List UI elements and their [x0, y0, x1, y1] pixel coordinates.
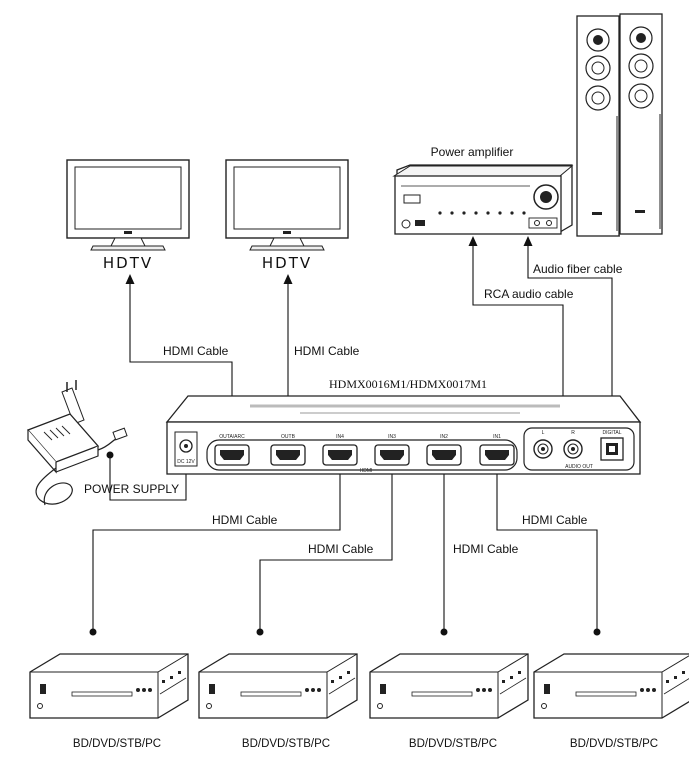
source-device-label-4: BD/DVD/STB/PC [570, 738, 658, 750]
hdmi-cable-label-tv-left: HDMI Cable [163, 344, 229, 358]
hdmi-cable-label-source-2: HDMI Cable [308, 542, 374, 556]
rca-left-jack [533, 439, 553, 459]
source-device-4: BD/DVD/STB/PC [533, 653, 689, 750]
source-device-label-3: BD/DVD/STB/PC [409, 738, 497, 750]
speaker-right [619, 13, 663, 235]
arrowheads [125, 236, 533, 284]
digital-label: DIGITAL [602, 430, 621, 436]
hdmi-port-in1 [479, 444, 515, 466]
power-amplifier-label: Power amplifier [431, 145, 514, 159]
hdtv-right: HDTV [225, 159, 349, 272]
source-device-label-2: BD/DVD/STB/PC [242, 738, 330, 750]
dc-port-label: DC 12V [177, 459, 195, 465]
port-label-in1: IN1 [493, 434, 501, 440]
rca-audio-cable-label: RCA audio cable [484, 287, 574, 301]
source-device-2: BD/DVD/STB/PC [198, 653, 358, 750]
hdmi-cable-label-source-4: HDMI Cable [522, 513, 588, 527]
port-label-out-a: OUTA/ARC [219, 434, 245, 440]
hdmi-cable-label-source-3: HDMI Cable [453, 542, 519, 556]
hdmi-cable-label-source-1: HDMI Cable [212, 513, 278, 527]
optical-port [600, 437, 624, 461]
hdtv-left: HDTV [66, 159, 190, 272]
hdmi-port-out-b [270, 444, 306, 466]
power-amplifier: Power amplifier [392, 145, 574, 235]
hdtv-label-right: HDTV [262, 254, 312, 272]
hdmi-cable-label-tv-right: HDMI Cable [294, 344, 360, 358]
source-device-label-1: BD/DVD/STB/PC [73, 738, 161, 750]
hdmi-port-in3 [374, 444, 410, 466]
hdmi-matrix-switcher: HDMX0016M1/HDMX0017M1 DC 12V OUTA/ARC OU… [165, 377, 642, 475]
rca-right-label: R [571, 430, 575, 436]
port-label-in3: IN3 [388, 434, 396, 440]
hdtv-label-left: HDTV [103, 254, 153, 272]
rca-left-label: L [542, 430, 545, 436]
audio-out-label: AUDIO OUT [565, 464, 593, 470]
connection-lines [92, 242, 613, 632]
speaker-left [576, 15, 620, 237]
audio-fiber-cable-label: Audio fiber cable [533, 262, 623, 276]
source-device-3: BD/DVD/STB/PC [369, 653, 529, 750]
power-adapter [26, 380, 128, 506]
power-supply-label: POWER SUPPLY [84, 482, 179, 496]
rca-right-jack [563, 439, 583, 459]
hdmi-group-label: HDMI [360, 468, 373, 474]
source-device-1: BD/DVD/STB/PC [29, 653, 189, 750]
hdmi-port-out-a [214, 444, 250, 466]
port-label-in4: IN4 [336, 434, 344, 440]
hdmi-port-in2 [426, 444, 462, 466]
model-label: HDMX0016M1/HDMX0017M1 [329, 377, 487, 391]
hdmi-port-in4 [322, 444, 358, 466]
port-label-in2: IN2 [440, 434, 448, 440]
port-label-out-b: OUTB [281, 434, 296, 440]
